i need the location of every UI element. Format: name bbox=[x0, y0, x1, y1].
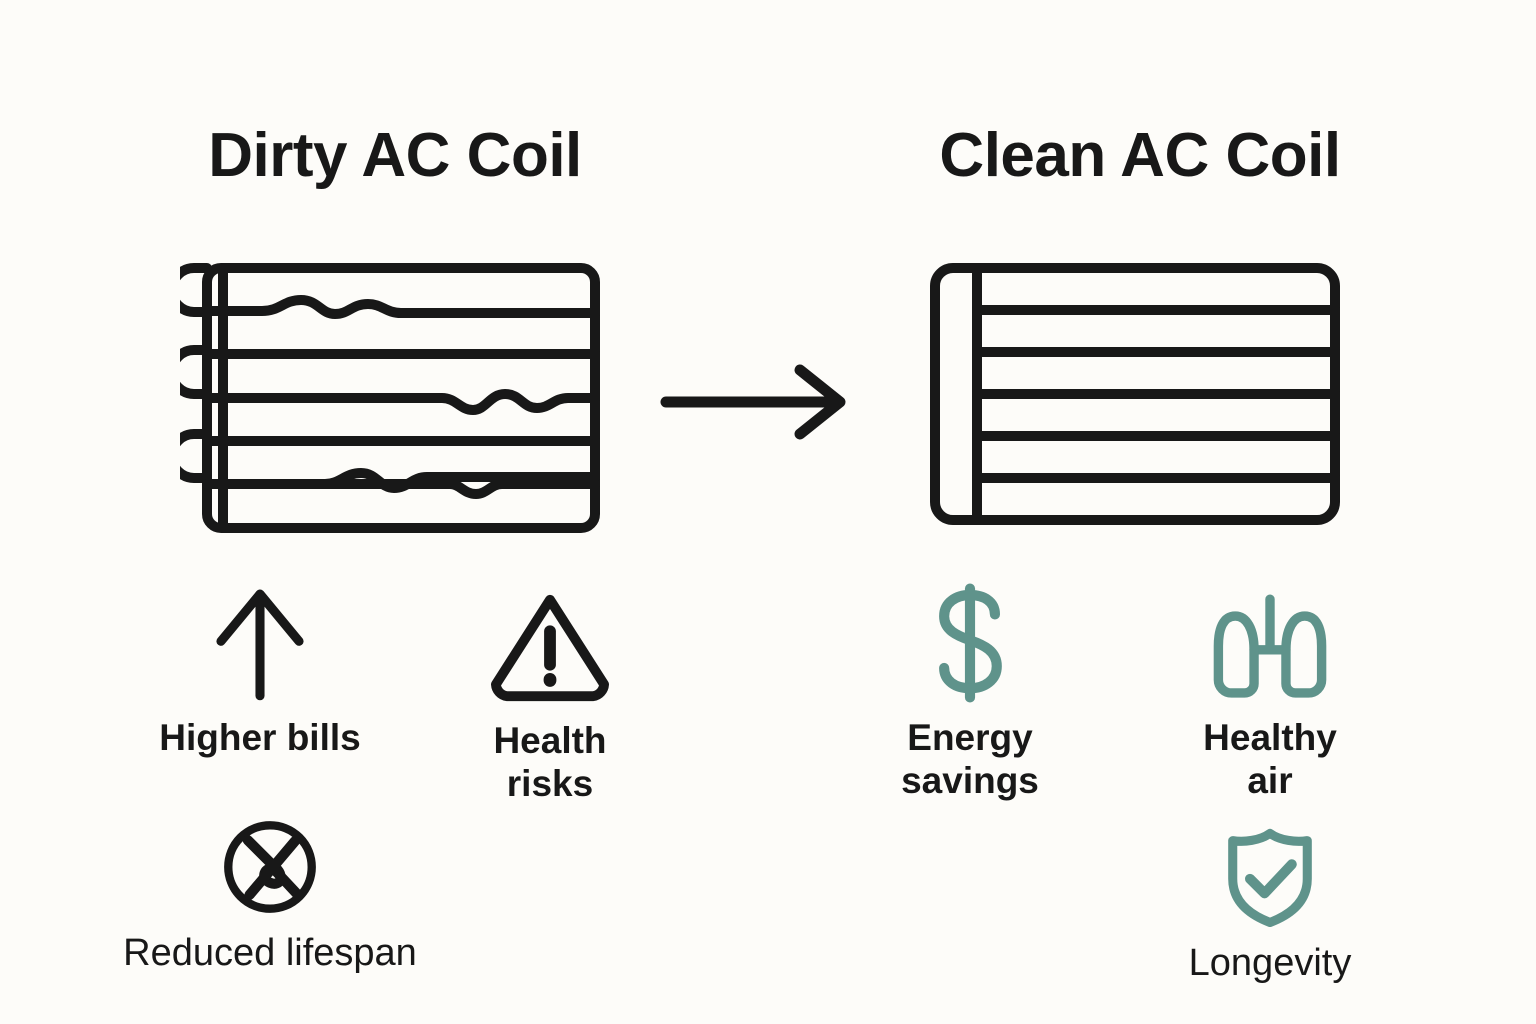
benefit-longevity: Longevity bbox=[1145, 828, 1395, 986]
benefit-energy-savings: Energy savings bbox=[845, 578, 1095, 802]
up-arrow-icon-wrap bbox=[210, 578, 310, 703]
up-arrow-icon bbox=[216, 589, 304, 701]
broken-clock-icon bbox=[224, 821, 316, 913]
issue-health-risks: Health risks bbox=[425, 588, 675, 805]
shield-check-icon bbox=[1228, 828, 1312, 927]
dollar-sign-icon bbox=[939, 583, 1002, 703]
benefit-energy-savings-label: Energy savings bbox=[901, 717, 1039, 801]
issue-reduced-lifespan: Reduced lifespan bbox=[75, 808, 465, 976]
right-arrow-icon bbox=[660, 360, 860, 440]
clean-ac-coil-icon bbox=[925, 258, 1345, 530]
dirty-coil-title: Dirty AC Coil bbox=[208, 121, 582, 190]
benefit-longevity-label: Longevity bbox=[1188, 942, 1352, 984]
lungs-icon bbox=[1213, 594, 1327, 698]
dollar-sign-icon-wrap bbox=[928, 578, 1012, 703]
warning-triangle-icon-wrap bbox=[486, 588, 614, 706]
lungs-icon-wrap bbox=[1209, 578, 1331, 703]
broken-clock-icon-wrap bbox=[219, 808, 321, 918]
dirty-ac-coil-icon bbox=[167, 258, 610, 538]
warning-triangle-icon bbox=[490, 594, 609, 702]
benefit-healthy-air: Healthy air bbox=[1155, 578, 1385, 802]
issue-reduced-lifespan-label: Reduced lifespan bbox=[123, 932, 417, 974]
issue-health-risks-label: Health risks bbox=[493, 720, 607, 804]
benefit-healthy-air-label: Healthy air bbox=[1203, 717, 1337, 801]
shield-check-icon-wrap bbox=[1220, 828, 1320, 928]
issue-higher-bills-label: Higher bills bbox=[159, 717, 361, 758]
clean-coil-title: Clean AC Coil bbox=[939, 121, 1341, 190]
issue-higher-bills: Higher bills bbox=[125, 578, 395, 760]
